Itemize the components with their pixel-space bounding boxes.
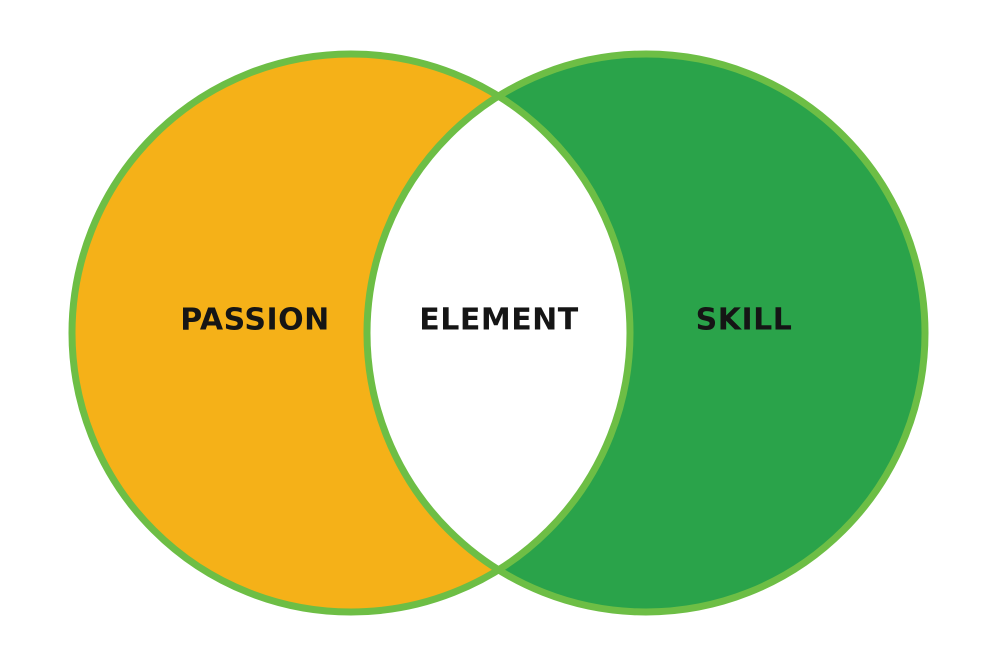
passion-label: PASSION bbox=[180, 303, 330, 338]
passion-outline bbox=[68, 50, 634, 616]
element-label: ELEMENT bbox=[419, 303, 579, 338]
element-intersection bbox=[367, 54, 630, 612]
skill-label: SKILL bbox=[696, 303, 793, 338]
skill-outline bbox=[363, 50, 929, 616]
